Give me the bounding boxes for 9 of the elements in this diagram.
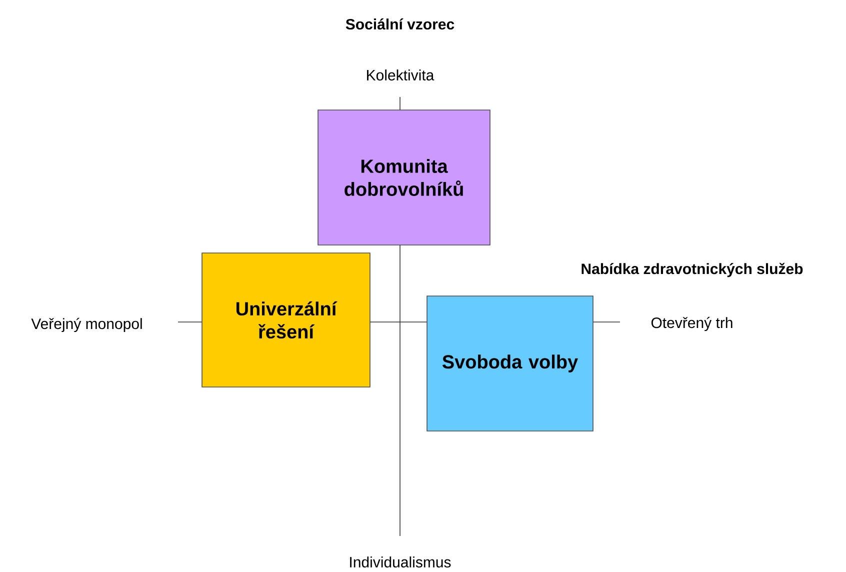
axis-title: Nabídka zdravotnických služeb [582, 262, 803, 278]
quadrant-box: Univerzální řešení [202, 252, 370, 388]
quadrant-box: Svoboda volby [426, 296, 594, 432]
quadrant-box: Komunita dobrovolníků [318, 110, 490, 246]
axis-label: Otevřený trh [651, 316, 732, 332]
axis-label: Individualismus [350, 556, 451, 568]
axis-title: Sociální vzorec [346, 18, 454, 30]
axis-label: Kolektivita [367, 69, 434, 80]
axis-label: Veřejný monopol [31, 318, 142, 332]
